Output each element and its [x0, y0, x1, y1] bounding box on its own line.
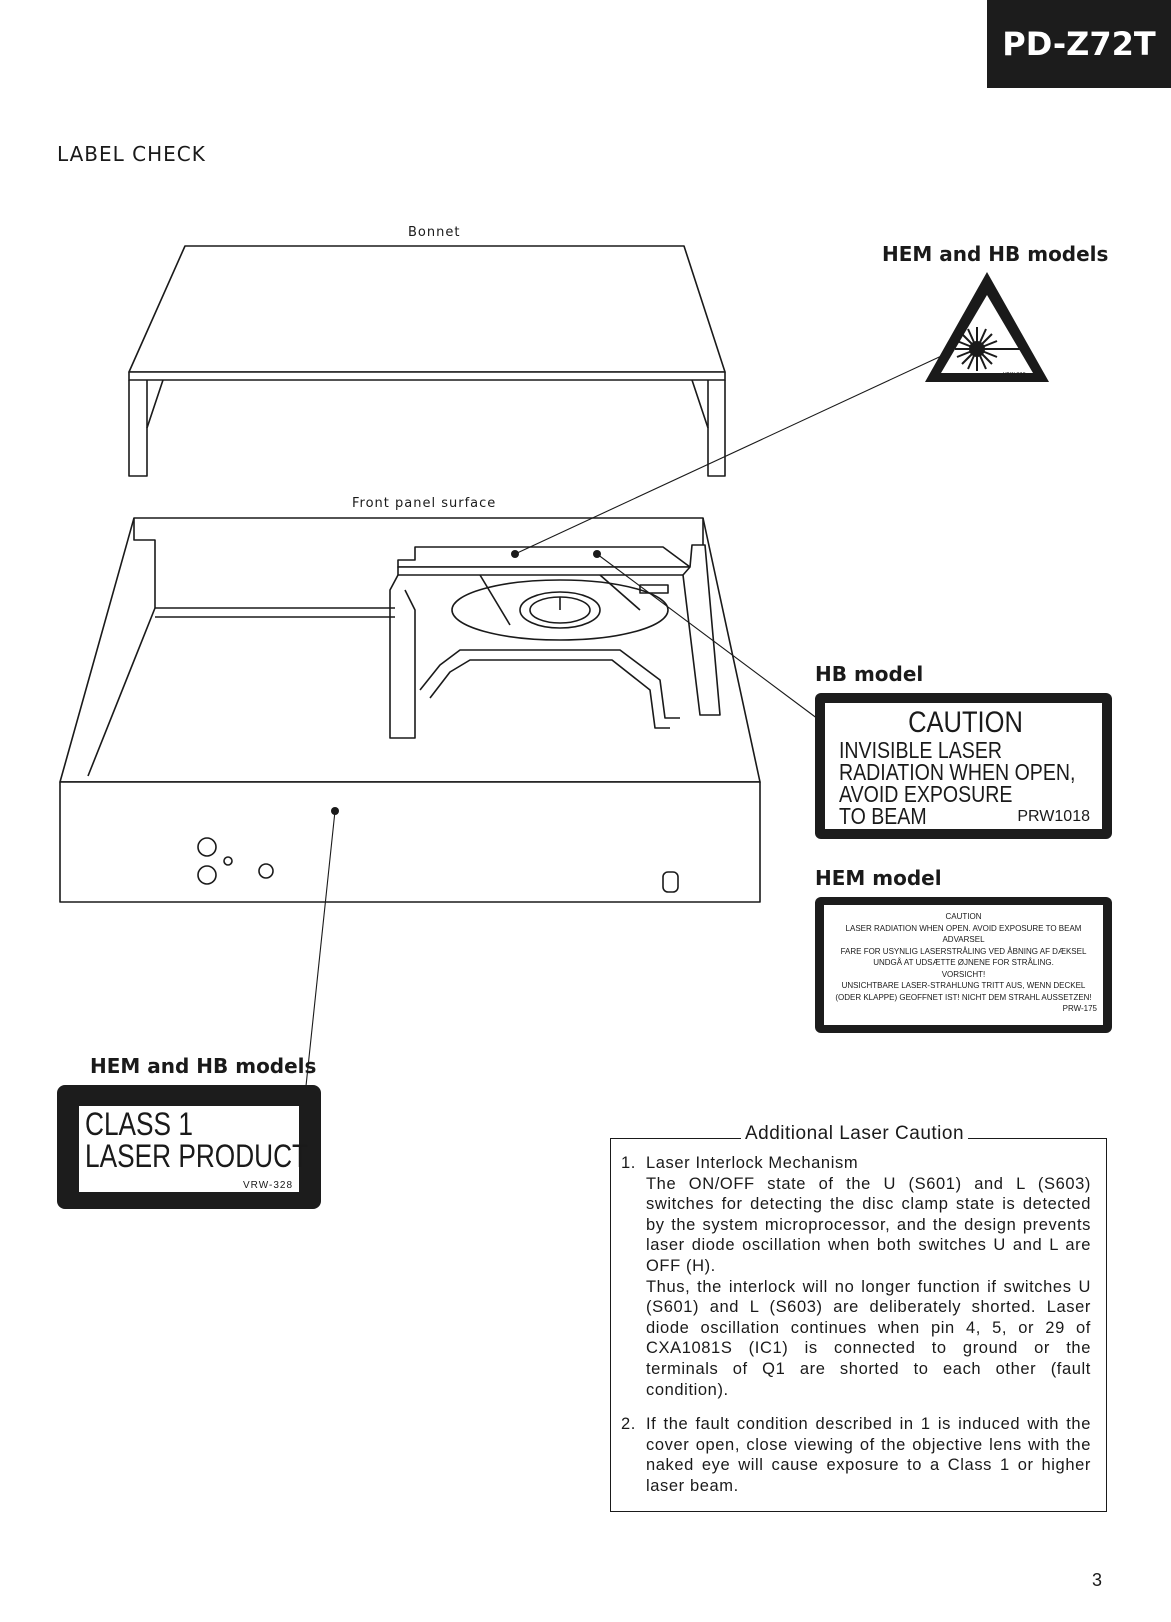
hem-caution-line: VORSICHT! — [941, 969, 986, 979]
hem-caution-line: (ODER KLAPPE) GEOFFNET IST! NICHT DEM ST… — [835, 992, 1092, 1002]
hb-caution-line: INVISIBLE LASER — [839, 737, 1002, 763]
hb-caution-line: TO BEAM — [839, 803, 927, 829]
hem-caution-line: FARE FOR USYNLIG LASERSTRÅLING VED ÅBNIN… — [840, 946, 1087, 956]
section-title: LABEL CHECK — [57, 142, 206, 166]
hb-model-heading: HB model — [815, 662, 924, 686]
model-tag: PD-Z72T — [987, 0, 1171, 88]
bonnet-label: Bonnet — [408, 225, 461, 240]
hem-caution-line: CAUTION — [945, 912, 982, 921]
page-number: 3 — [1092, 1570, 1103, 1590]
disc-mechanism-drawing — [389, 544, 721, 739]
hem-hb-bottom-heading: HEM and HB models — [90, 1054, 317, 1078]
hem-hb-top-heading: HEM and HB models — [882, 242, 1109, 266]
class1-code: VRW-328 — [243, 1180, 293, 1191]
caution-item-text: Thus, the interlock will no longer funct… — [646, 1277, 1091, 1399]
hem-caution-label: CAUTION LASER RADIATION WHEN OPEN. AVOID… — [815, 897, 1112, 1033]
caution-item-number: 1. — [621, 1154, 636, 1172]
hem-caution-line: UNDGÅ AT UDSÆTTE ØJNENE FOR STRÅLING. — [873, 958, 1054, 967]
laser-warning-triangle-icon: VRW-329 — [925, 272, 1049, 382]
additional-caution-title: Additional Laser Caution — [741, 1123, 969, 1145]
hem-caution-line: UNSICHTBARE LASER-STRAHLUNG TRITT AUS, W… — [841, 981, 1086, 990]
class1-line: CLASS 1 — [85, 1106, 193, 1142]
additional-laser-caution-box: Additional Laser Caution 1. Laser Interl… — [610, 1123, 1107, 1512]
hb-caution-code: PRW1018 — [1017, 808, 1090, 825]
hem-caution-code: PRW-175 — [1062, 1004, 1097, 1013]
class1-laser-label: CLASS 1 LASER PRODUCT VRW-328 — [57, 1085, 321, 1209]
caution-item-1: 1. Laser Interlock Mechanism The ON/OFF … — [621, 1153, 1091, 1400]
chassis-drawing — [59, 517, 761, 903]
caution-item-number: 2. — [621, 1415, 636, 1433]
caution-item-text: If the fault condition described in 1 is… — [646, 1415, 1091, 1495]
caution-item-heading: Laser Interlock Mechanism — [646, 1154, 859, 1172]
hem-model-heading: HEM model — [815, 866, 942, 890]
caution-item-text: The ON/OFF state of the U (S601) and L (… — [646, 1174, 1091, 1275]
triangle-code: VRW-329 — [1003, 372, 1026, 378]
hb-caution-line: AVOID EXPOSURE — [839, 781, 1013, 807]
hem-caution-line: LASER RADIATION WHEN OPEN. AVOID EXPOSUR… — [845, 923, 1082, 933]
caution-item-2: 2. If the fault condition described in 1… — [621, 1414, 1091, 1496]
bonnet-drawing — [128, 245, 726, 477]
front-panel-label: Front panel surface — [352, 496, 497, 511]
hb-caution-title: CAUTION — [908, 706, 1023, 739]
hb-caution-line: RADIATION WHEN OPEN, — [839, 759, 1076, 785]
hem-caution-line: ADVARSEL — [942, 935, 985, 944]
hb-caution-label: CAUTION INVISIBLE LASER RADIATION WHEN O… — [815, 693, 1112, 839]
class1-line: LASER PRODUCT — [85, 1138, 309, 1174]
